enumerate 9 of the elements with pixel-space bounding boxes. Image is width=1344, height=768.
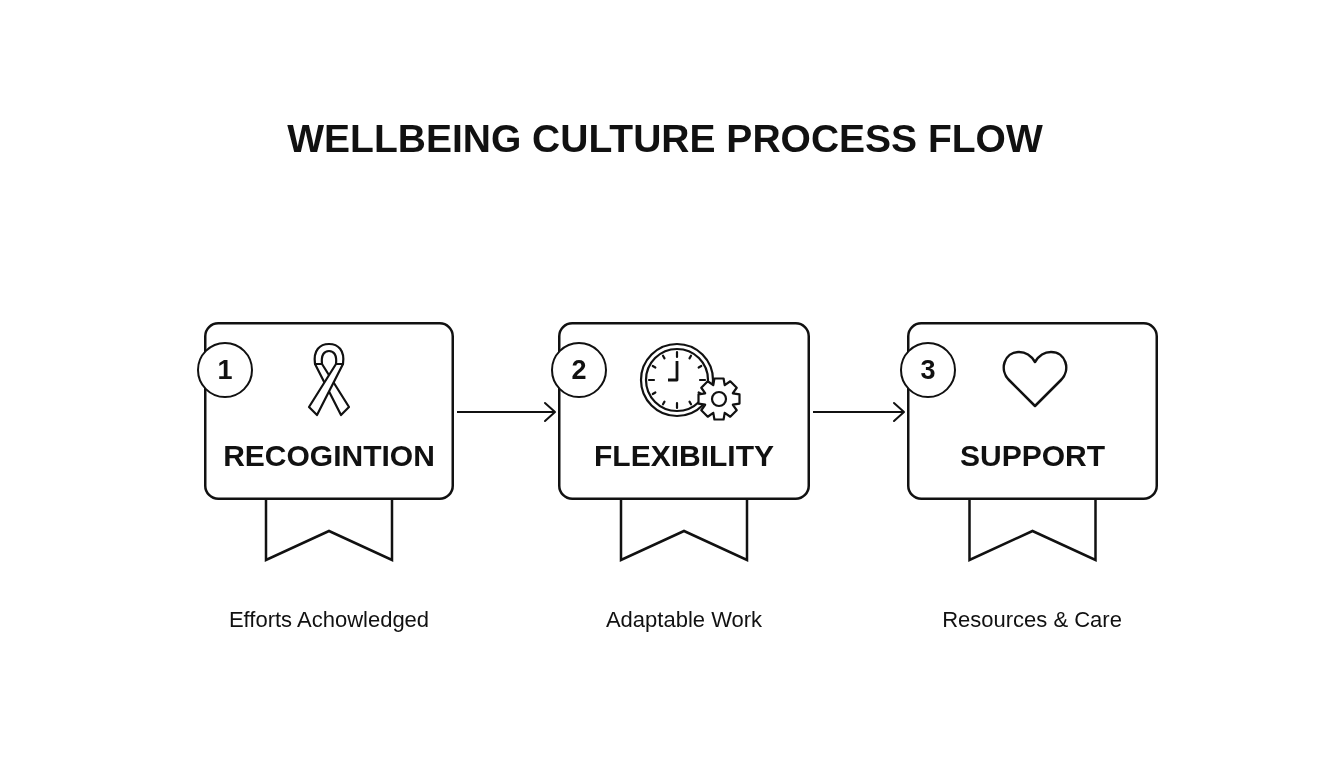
diagram-title: WELLBEING CULTURE PROCESS FLOW [287, 116, 1043, 162]
step-heading: FLEXIBILITY [594, 438, 774, 474]
step-caption: Efforts Achowledged [228, 606, 430, 634]
arrow [812, 402, 905, 422]
arrow [456, 402, 556, 422]
step-heading: RECOGINTION [223, 438, 435, 474]
step-caption: Adaptable Work [605, 606, 763, 634]
step-heading: SUPPORT [960, 438, 1105, 474]
step-caption: Resources & Care [942, 606, 1122, 634]
